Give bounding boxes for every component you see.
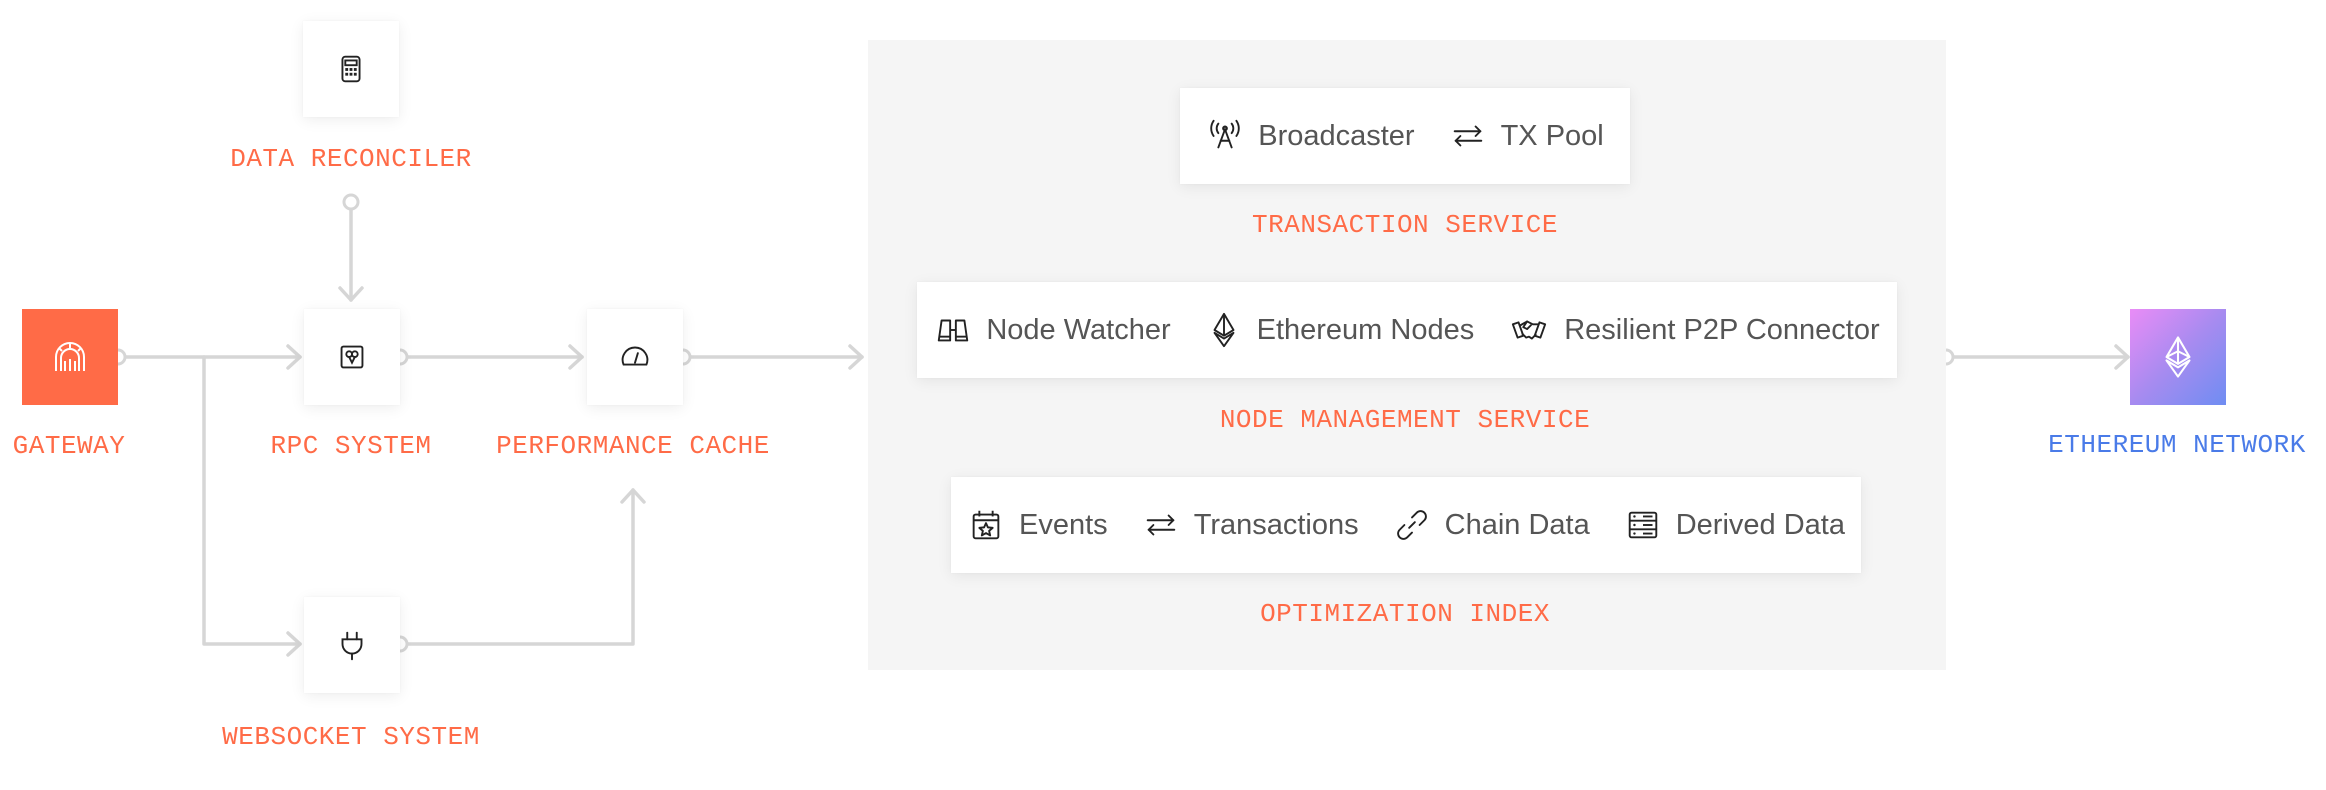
tx-pool-item[interactable]: TX Pool	[1449, 117, 1604, 155]
resilient-p2p-connector-label: Resilient P2P Connector	[1564, 313, 1880, 346]
handshake-icon	[1512, 320, 1547, 340]
optimization-index-card[interactable]: Events Transactions Chain Data	[951, 477, 1861, 573]
resilient-p2p-connector-item[interactable]: Resilient P2P Connector	[1508, 311, 1880, 349]
calendar-star-icon	[972, 510, 1000, 540]
swap-arrows-icon	[1453, 125, 1482, 147]
antenna-icon	[1210, 119, 1240, 149]
transaction-service-label: TRANSACTION SERVICE	[1252, 210, 1558, 240]
ethereum-nodes-item[interactable]: Ethereum Nodes	[1205, 311, 1475, 349]
calculator-icon	[341, 55, 361, 83]
server-icon	[1628, 511, 1657, 539]
data-reconciler-label: DATA RECONCILER	[230, 144, 472, 174]
ethereum-icon	[2165, 336, 2191, 378]
swap-arrows-icon	[1146, 514, 1175, 536]
ethereum-network-label: ETHEREUM NETWORK	[2048, 430, 2306, 460]
tx-pool-label: TX Pool	[1500, 119, 1604, 152]
gateway-label: GATEWAY	[12, 431, 126, 461]
rpc-system-label: RPC SYSTEM	[270, 431, 432, 461]
transactions-label: Transactions	[1193, 508, 1359, 541]
broadcaster-label: Broadcaster	[1258, 119, 1415, 152]
events-item[interactable]: Events	[967, 506, 1108, 544]
chain-data-item[interactable]: Chain Data	[1393, 506, 1590, 544]
transaction-service-card[interactable]: Broadcaster TX Pool	[1180, 88, 1630, 184]
gateway-arch-icon	[55, 342, 85, 371]
optimization-index-label: OPTIMIZATION INDEX	[1260, 599, 1550, 629]
node-management-service-label: NODE MANAGEMENT SERVICE	[1219, 405, 1591, 435]
data-reconciler-node[interactable]	[303, 21, 399, 117]
broadcaster-item[interactable]: Broadcaster	[1206, 117, 1415, 155]
performance-cache-node[interactable]	[587, 309, 683, 405]
rpc-chip-icon	[340, 345, 364, 369]
events-label: Events	[1019, 508, 1108, 541]
binoculars-icon	[938, 319, 969, 342]
ethereum-network-node[interactable]	[2130, 309, 2226, 405]
link-icon	[1396, 510, 1427, 540]
websocket-system-node[interactable]	[304, 597, 400, 693]
speedometer-icon	[621, 346, 649, 366]
derived-data-item[interactable]: Derived Data	[1624, 506, 1845, 544]
transactions-item[interactable]: Transactions	[1142, 506, 1359, 544]
chain-data-label: Chain Data	[1444, 508, 1590, 541]
ethereum-nodes-label: Ethereum Nodes	[1256, 313, 1475, 346]
derived-data-label: Derived Data	[1675, 508, 1845, 541]
gateway-node[interactable]	[22, 309, 118, 405]
rpc-system-node[interactable]	[304, 309, 400, 405]
plug-icon	[341, 631, 363, 661]
websocket-system-label: WEBSOCKET SYSTEM	[222, 722, 480, 752]
node-watcher-item[interactable]: Node Watcher	[934, 311, 1171, 349]
node-watcher-label: Node Watcher	[986, 313, 1171, 346]
ethereum-icon	[1213, 312, 1235, 348]
performance-cache-label: PERFORMANCE CACHE	[496, 431, 770, 461]
node-management-service-card[interactable]: Node Watcher Ethereum Nodes Resilient P2…	[917, 282, 1897, 378]
